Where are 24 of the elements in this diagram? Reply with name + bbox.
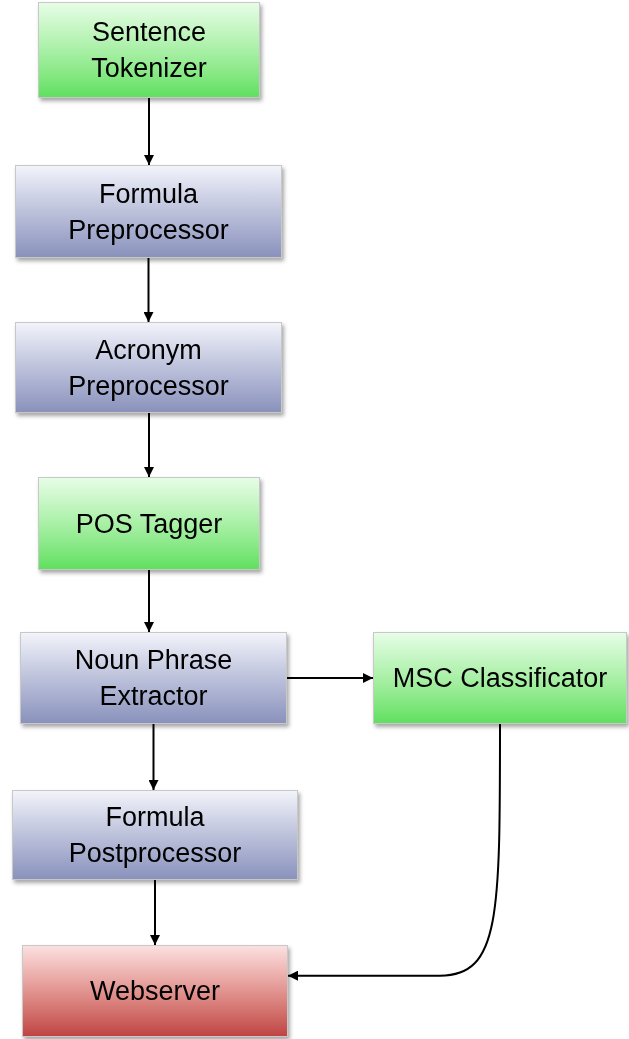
arrow	[143, 257, 154, 323]
arrow	[150, 879, 160, 946]
box-label: POS Tagger	[74, 507, 224, 541]
process-box	[12, 790, 298, 880]
process-box	[20, 632, 287, 724]
process-box	[38, 477, 260, 570]
arrow	[286, 673, 374, 683]
box-label: Formula Preprocessor	[67, 177, 230, 247]
process-box	[15, 322, 282, 413]
arrow	[144, 569, 154, 633]
process-box	[22, 945, 288, 1037]
arrow	[144, 412, 154, 478]
arrow	[144, 97, 154, 166]
box-label: Acronym Preprocessor	[67, 333, 230, 403]
box-label: Noun Phrase Extractor	[73, 644, 234, 713]
process-box	[373, 632, 627, 724]
arrow	[148, 723, 159, 791]
box-label: Formula Postprocessor	[67, 801, 243, 870]
box-label: Webserver	[88, 975, 221, 1008]
box-label: Sentence Tokenizer	[90, 16, 208, 85]
process-box	[38, 2, 260, 98]
arrow	[287, 723, 501, 981]
box-label: MSC Classificator	[391, 662, 609, 695]
process-box	[15, 165, 282, 258]
